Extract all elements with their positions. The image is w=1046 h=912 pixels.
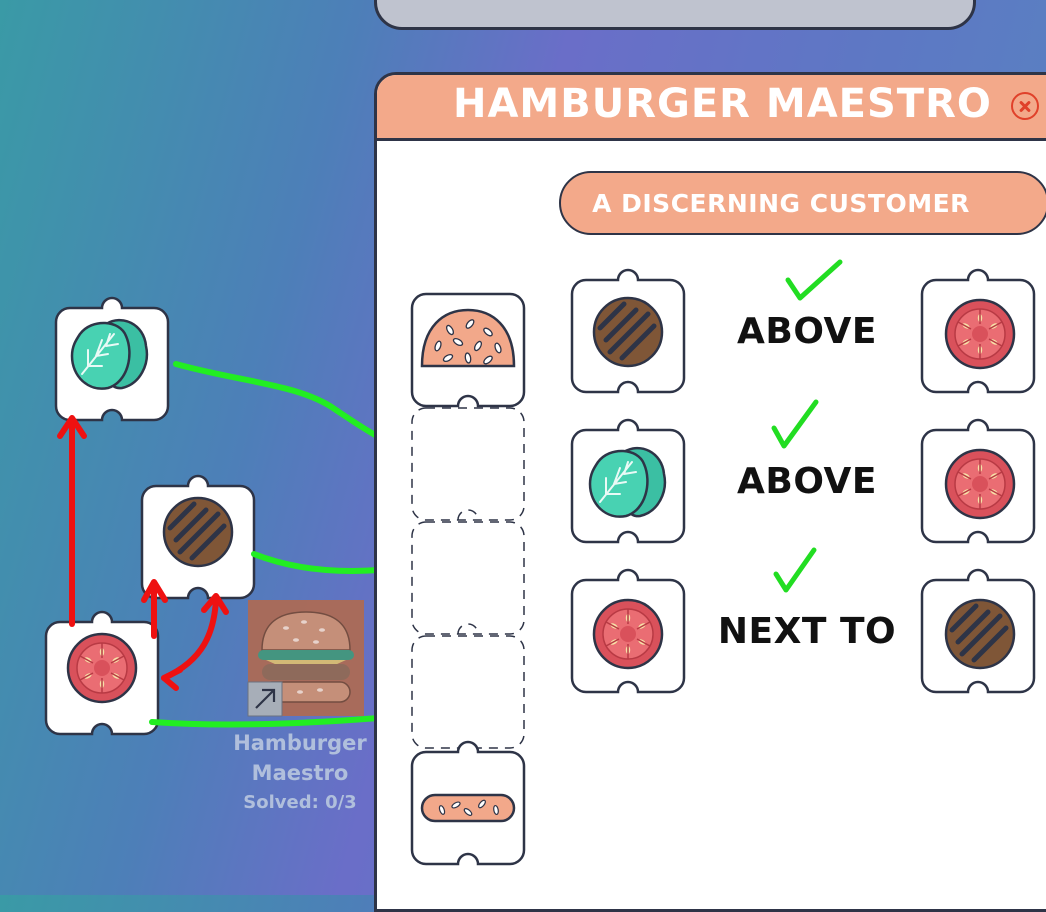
stack-slot-bottom-bun[interactable] [410,740,526,866]
panel-header: HAMBURGER MAESTRO [377,75,1046,141]
rule-2-left-lettuce [570,418,686,544]
patty-icon [594,298,662,366]
check-icon [785,259,843,301]
lettuce-icon [70,318,149,390]
rule-1-left-patty [570,268,686,394]
rule-3-left-tomato [570,568,686,694]
puzzle-subtitle: A DISCERNING CUSTOMER [592,189,970,218]
level-name-line2: Maestro [251,761,349,785]
tomato-icon [944,448,1016,520]
top-banner [374,0,976,30]
loose-piece-patty[interactable] [140,474,256,600]
patty-icon [164,498,232,566]
stack-slot-top-bun[interactable] [410,292,526,408]
stack-slot-empty-2[interactable] [411,521,525,635]
rule-1-right-tomato [920,268,1036,394]
tomato-icon [944,298,1016,370]
loose-piece-lettuce[interactable] [54,296,170,422]
burger-icon [258,611,354,703]
level-card[interactable] [247,600,364,717]
level-solved-count: Solved: 0/3 [243,792,357,813]
rule-relation-2: ABOVE [737,461,877,502]
patty-icon [946,600,1014,668]
bottom-bun-icon [420,793,516,823]
tomato-icon [592,598,664,670]
level-name-line1: Hamburger [233,731,367,755]
stack-slot-empty-3[interactable] [411,635,525,749]
lettuce-icon [588,446,667,518]
tomato-icon [66,632,138,704]
open-external-icon[interactable] [247,681,283,717]
rule-relation-3: NEXT TO [717,611,897,652]
puzzle-subtitle-pill: A DISCERNING CUSTOMER [559,171,1046,235]
rule-3-right-patty [920,568,1036,694]
rule-2-right-tomato [920,418,1036,544]
red-arrows [57,415,229,691]
puzzle-panel: HAMBURGER MAESTRO A DISCERNING CUSTOMER … [374,72,1046,912]
loose-piece-tomato[interactable] [44,610,160,736]
rule-relation-1: ABOVE [737,311,877,352]
close-icon[interactable] [1011,92,1039,120]
panel-title: HAMBURGER MAESTRO [453,81,992,127]
check-icon [771,399,819,449]
level-card-label: Hamburger Maestro Solved: 0/3 [210,728,390,818]
stack-slot-empty-1[interactable] [411,407,525,521]
check-icon [773,547,817,593]
